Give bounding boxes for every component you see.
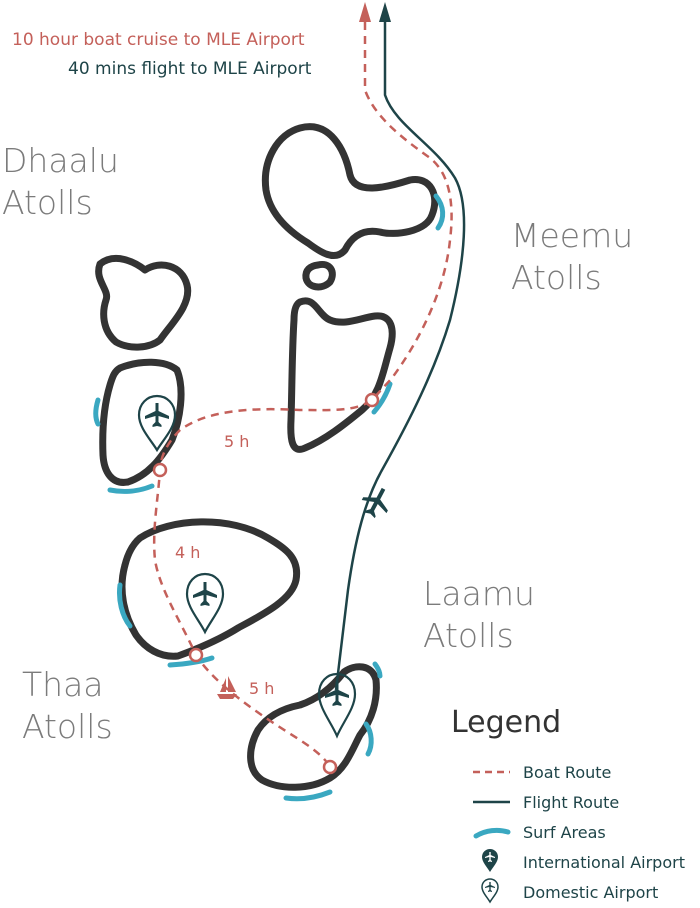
surf-area (372, 661, 383, 679)
legend-title: Legend (451, 705, 562, 740)
boat-route (152, 22, 453, 768)
legend-item-domestic-airport: Domestic Airport (523, 883, 659, 902)
pin-plane-icon (482, 849, 498, 872)
island-dhaalu-south (99, 358, 185, 486)
surf-area (167, 655, 215, 668)
boat-stop (364, 392, 380, 408)
legend-item-boat-route: Boat Route (523, 763, 612, 782)
surf-area (117, 582, 133, 629)
airport-thaa (185, 572, 225, 635)
island-laamu (247, 663, 380, 791)
surf-area (363, 721, 374, 757)
pin-plane-outline-icon (317, 672, 357, 739)
boat-cruise-note: 10 hour boat cruise to MLE Airport (12, 30, 305, 50)
surf-area (107, 483, 155, 494)
boat-stop (188, 647, 204, 663)
flight-arrow-head (379, 2, 391, 22)
legend-item-international-airport: International Airport (523, 853, 685, 872)
flight-route (334, 10, 466, 691)
flight-note: 40 mins flight to MLE Airport (68, 59, 312, 79)
airport-laamu (317, 672, 357, 739)
surf-area (93, 397, 101, 427)
airplane-icon (361, 487, 388, 519)
island-dhaalu-north (95, 255, 192, 351)
duration-label: 5 h (249, 679, 275, 698)
boat-stop (322, 759, 338, 775)
island-meemu-south (287, 297, 396, 453)
legend-surf-swatch (473, 827, 511, 839)
pin-plane-outline-icon (185, 572, 225, 635)
pin-plane-outline-icon (481, 878, 499, 904)
sailboat-icon (217, 676, 237, 699)
boat-arrow-head (359, 2, 371, 22)
airport-dhaalu (137, 394, 177, 453)
boat-stop (152, 462, 168, 478)
duration-label: 5 h (224, 432, 250, 451)
duration-label: 4 h (175, 543, 201, 562)
legend-item-surf-areas: Surf Areas (523, 823, 606, 842)
island-meemu-small (302, 260, 336, 291)
pin-plane-outline-icon (137, 394, 177, 453)
surf-area (371, 381, 393, 415)
surf-area (283, 789, 333, 802)
legend-item-flight-route: Flight Route (523, 793, 620, 812)
surf-area (433, 193, 446, 231)
island-thaa (118, 518, 301, 660)
island-meemu-north (261, 123, 439, 259)
